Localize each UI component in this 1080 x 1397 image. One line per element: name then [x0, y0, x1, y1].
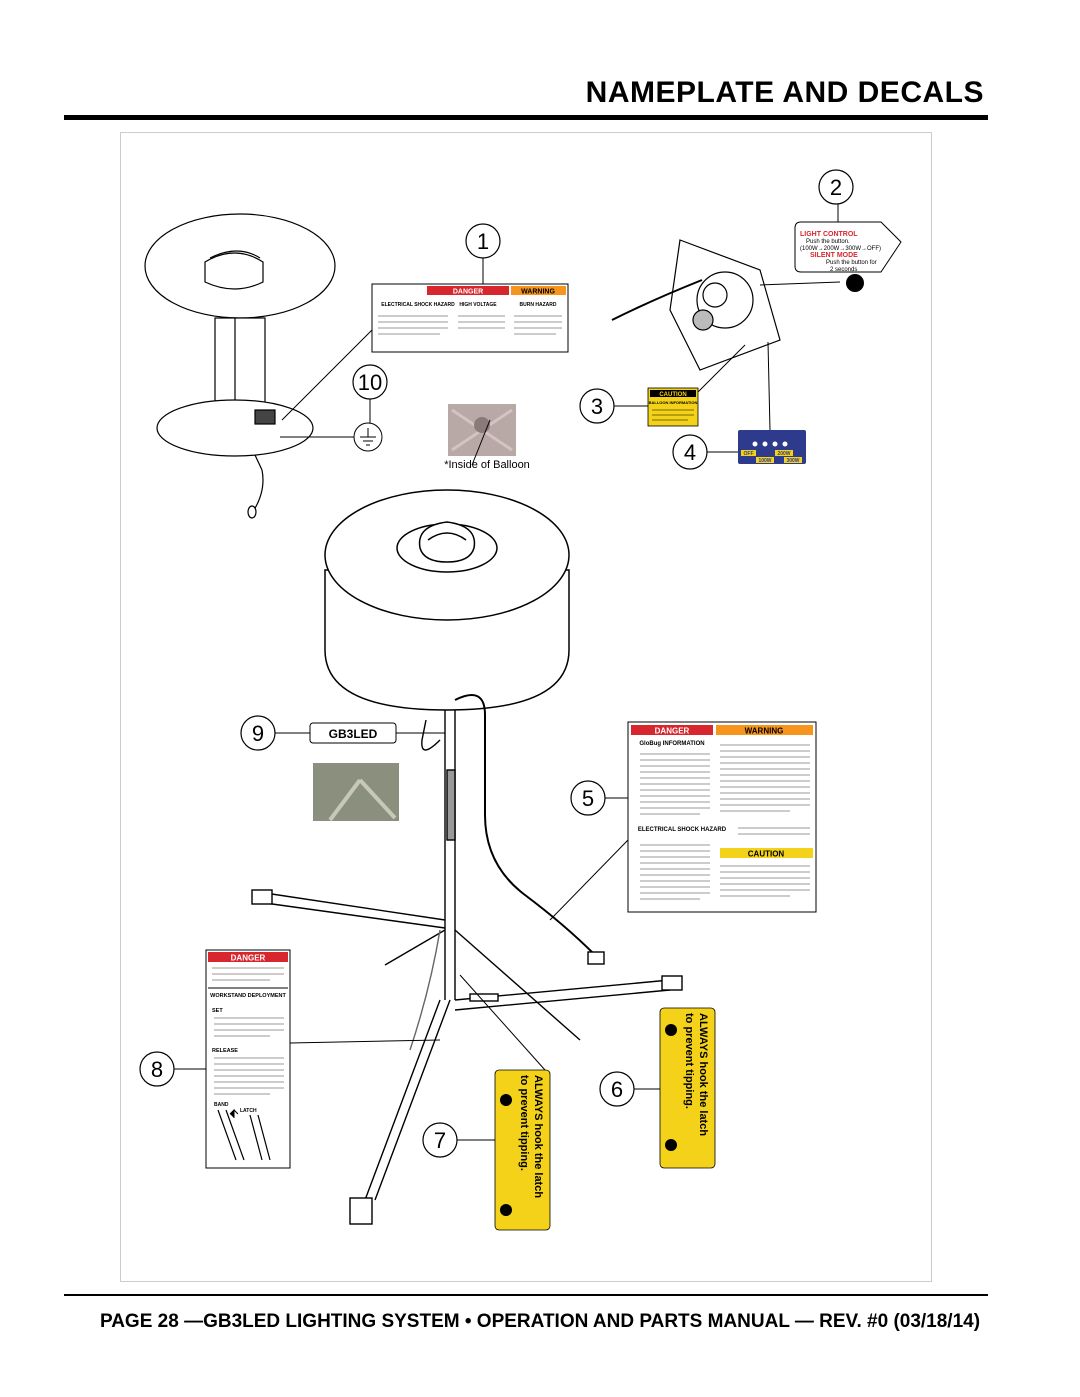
decal-2-seconds: 2 seconds [830, 267, 857, 273]
decal-6-line2: to prevent tipping. [683, 1013, 695, 1109]
footer-rule [64, 1294, 988, 1296]
decal-2: LIGHT CONTROL Push the button. (100W→200… [794, 221, 902, 292]
decal-1-danger: DANGER [453, 289, 483, 296]
decal-5-globug: GloBug INFORMATION [639, 741, 704, 747]
decal-2-light-control: LIGHT CONTROL [800, 231, 858, 238]
decal-4-200w: 200W [777, 451, 790, 457]
decal-5-danger: DANGER [655, 727, 690, 736]
decal-1-warning: WARNING [521, 289, 555, 296]
decal-5-caution: CAUTION [748, 850, 785, 859]
callout-3-label: 3 [591, 394, 603, 419]
decal-2-sequence: (100W→200W→300W→OFF) [800, 246, 881, 252]
decal-8-set: SET [212, 1008, 223, 1014]
nameplate-text: GB3LED [329, 727, 378, 741]
decal-3: CAUTION BALLOON INFORMATION [647, 387, 699, 427]
callout-2-label: 2 [830, 175, 842, 200]
decal-6: ALWAYS hook the latch to prevent tipping… [659, 1007, 716, 1169]
nameplate-photo [313, 763, 399, 821]
balloon-illustration [324, 489, 570, 711]
decal-1-high-voltage: HIGH VOLTAGE [459, 302, 497, 308]
decal-8-danger: DANGER [231, 954, 266, 963]
callout-8-label: 8 [151, 1057, 163, 1082]
callout-4-label: 4 [684, 440, 696, 465]
decal-4-off: OFF [744, 451, 754, 457]
page-title: NAMEPLATE AND DECALS [585, 76, 984, 109]
callout-7-label: 7 [434, 1128, 446, 1153]
callout-5-label: 5 [582, 786, 594, 811]
decal-4-100w: 100W [758, 458, 771, 464]
decal-7: ALWAYS hook the latch to prevent tipping… [494, 1069, 551, 1231]
decal-2-push: Push the button. [806, 239, 850, 245]
light-head-illustration [144, 213, 336, 519]
callout-9-label: 9 [252, 721, 264, 746]
decal-6-line1: ALWAYS hook the latch [697, 1013, 709, 1136]
decal-8-band: BAND [214, 1102, 229, 1108]
decal-5-electrical: ELECTRICAL SHOCK HAZARD [638, 827, 727, 833]
decal-1-burn: BURN HAZARD [520, 302, 557, 308]
figure-frame [120, 132, 932, 1282]
decal-1-electrical: ELECTRICAL SHOCK HAZARD [381, 302, 455, 308]
control-box-illustration [611, 239, 781, 371]
decal-4: OFF 200W 100W 300W [738, 430, 806, 464]
decal-2-silent: SILENT MODE [810, 252, 858, 259]
decal-7-line2: to prevent tipping. [518, 1075, 530, 1171]
decal-8: DANGER WORKSTAND DEPLOYMENT SET RELEASE … [205, 949, 291, 1169]
decal-4-300w: 300W [786, 458, 799, 464]
callout-6-label: 6 [611, 1077, 623, 1102]
tripod-illustration [251, 694, 683, 1225]
decal-7-line1: ALWAYS hook the latch [532, 1075, 544, 1198]
callout-10-label: 10 [358, 370, 382, 395]
decal-3-balloon: BALLOON INFORMATION [649, 400, 698, 405]
decal-3-caution: CAUTION [659, 392, 686, 398]
callout-1-label: 1 [477, 229, 489, 254]
page-footer: PAGE 28 —GB3LED LIGHTING SYSTEM • OPERAT… [99, 1311, 981, 1332]
decal-5-warning: WARNING [745, 727, 784, 736]
decal-8-workstand: WORKSTAND DEPLOYMENT [210, 993, 286, 999]
callout-2 [818, 169, 854, 205]
decal-8-latch: LATCH [240, 1108, 257, 1114]
decal-5: DANGER WARNING GloBug INFORMATION ELECTR… [627, 721, 817, 913]
title-rule [64, 115, 988, 120]
decal-2-push-silent: Push the button for [826, 260, 877, 266]
decal-8-release: RELEASE [212, 1048, 238, 1054]
balloon-note: *Inside of Balloon [444, 459, 530, 471]
decal-1: DANGER WARNING ELECTRICAL SHOCK HAZARD H… [371, 283, 569, 353]
